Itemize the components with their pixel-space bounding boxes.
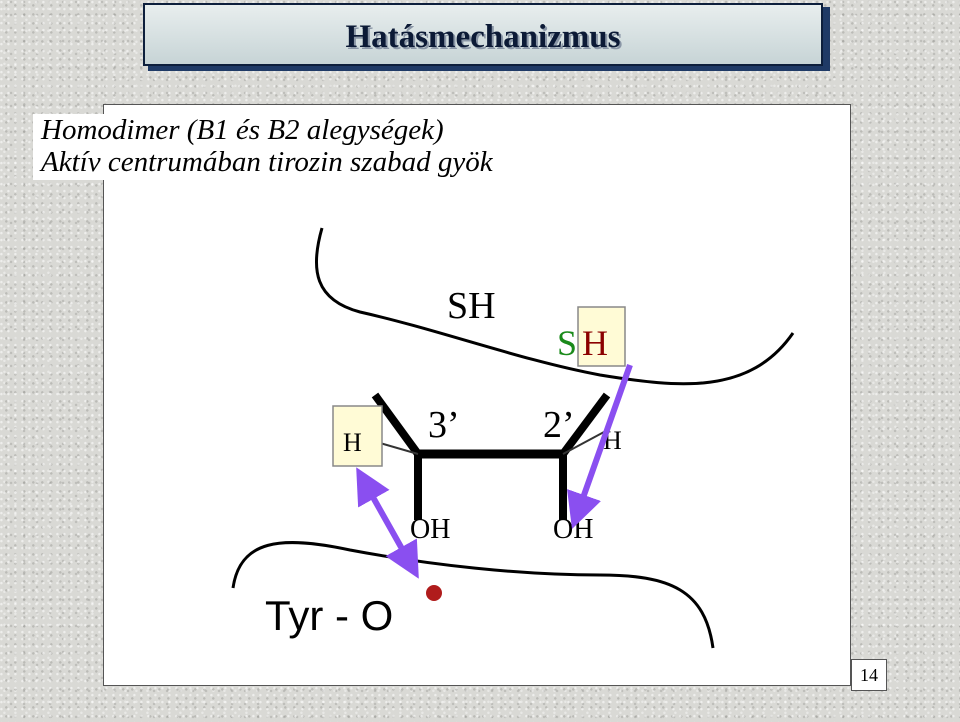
sh-h-box [577,306,626,367]
sh-h-label: H [582,323,608,363]
radical-dot [426,585,442,601]
subtitle-line-1: Homodimer (B1 és B2 alegységek) [41,114,444,146]
carbon-2prime-label: 2’ [543,404,575,446]
title-box: Hatásmechanizmus [143,3,823,66]
arrow-sh-to-oh [567,363,633,529]
oh-right-label: OH [553,514,593,545]
oh-left-label: OH [410,514,450,545]
content-panel [103,104,851,686]
ring-bond-right-diagonal [559,392,611,457]
arrow-h-to-tyr [356,467,419,579]
page-number: 14 [851,659,887,691]
subtitle-block: Homodimer (B1 és B2 alegységek) Aktív ce… [33,114,499,180]
h-bond-left [379,442,419,455]
h-left-label: H [343,428,362,457]
slide-title: Hatásmechanizmus [345,19,621,55]
ring-bond-left-diagonal [371,392,422,457]
h-left-box [332,405,383,467]
upper-protein-boundary [314,227,795,386]
h-bond-right [562,431,605,455]
sh-top-label: SH [447,285,496,327]
carbon-3prime-label: 3’ [428,404,460,446]
sh-s-label: S [557,323,577,363]
tyr-radical-label: Tyr - O [265,592,393,639]
subtitle-line-2: Aktív centrumában tirozin szabad gyök [41,146,493,178]
lower-protein-boundary [231,541,715,649]
